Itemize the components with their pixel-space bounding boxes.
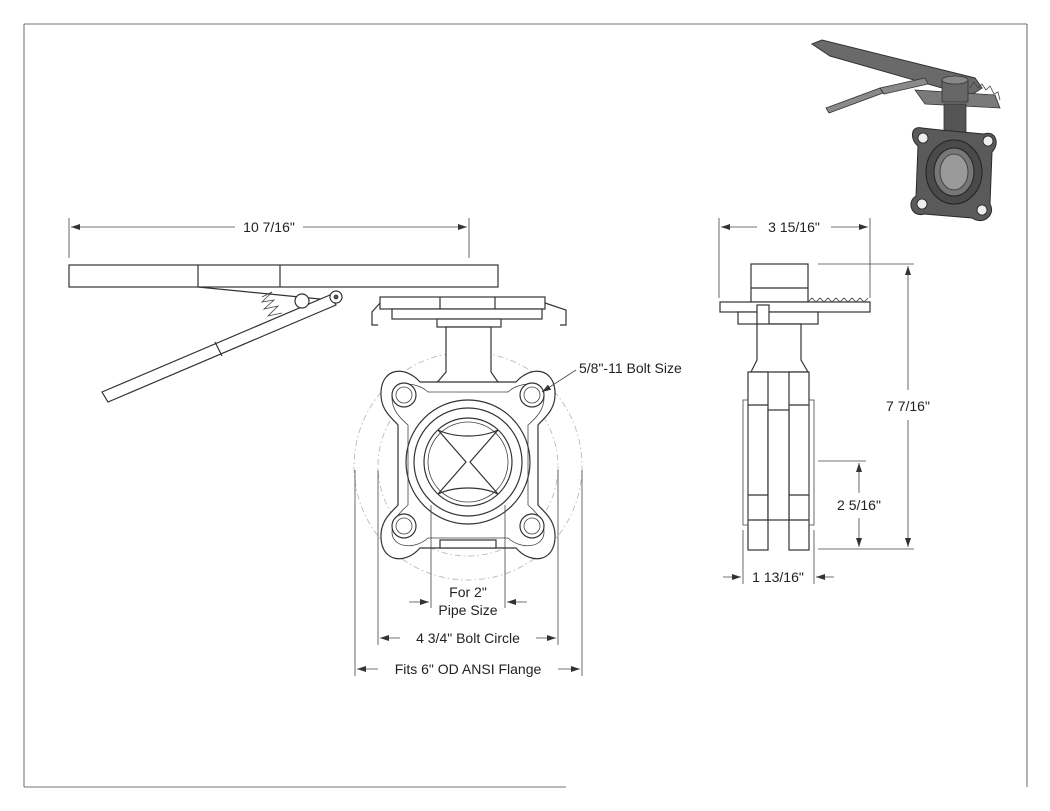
lug-body (380, 370, 556, 560)
valve-neck (433, 318, 502, 386)
valve-disc (437, 429, 499, 495)
bolt-hole-top-left (391, 382, 417, 408)
dim-pipe-size: For 2" Pipe Size (409, 505, 527, 618)
label-lower-height: 2 5/16" (837, 497, 881, 513)
dim-lower-height: 2 5/16" (818, 460, 881, 547)
label-pipe-size-line2: Pipe Size (438, 602, 497, 618)
dim-flange-fit: Fits 6" OD ANSI Flange (354, 470, 583, 677)
dim-bolt-size: 5/8"-11 Bolt Size (541, 360, 682, 393)
isometric-view (810, 39, 1001, 222)
bolt-hole-bottom-left (391, 513, 417, 539)
label-pipe-size-line1: For 2" (449, 584, 487, 600)
lever-handle (68, 264, 499, 403)
dim-handle-length: 10 7/16" (68, 218, 470, 258)
front-view: 10 7/16" 5/8"-11 Bolt Size For 2" Pipe S… (68, 218, 682, 677)
dim-body-depth: 3 15/16" (718, 218, 871, 298)
dim-overall-height: 7 7/16" (818, 263, 930, 550)
dim-face-width: 1 13/16" (723, 530, 834, 585)
side-body (742, 371, 815, 551)
side-notch-plate (719, 301, 871, 313)
pivot-pin-icon (294, 293, 310, 309)
label-face-width: 1 13/16" (752, 569, 804, 585)
label-bolt-circle: 4 3/4" Bolt Circle (416, 630, 520, 646)
label-body-depth: 3 15/16" (768, 219, 820, 235)
sheet-border (23, 23, 1028, 788)
dim-bolt-circle: 4 3/4" Bolt Circle (377, 470, 559, 646)
side-view: 3 15/16" 7 7/16" 2 5/16" 1 13/16" (718, 218, 930, 585)
bolt-hole-top-right (519, 382, 545, 408)
label-bolt-size: 5/8"-11 Bolt Size (579, 360, 682, 376)
notch-plate (371, 296, 567, 326)
label-overall-height: 7 7/16" (886, 398, 930, 414)
label-flange-fit: Fits 6" OD ANSI Flange (395, 661, 542, 677)
bolt-hole-bottom-right (519, 513, 545, 539)
label-handle-length: 10 7/16" (243, 219, 295, 235)
